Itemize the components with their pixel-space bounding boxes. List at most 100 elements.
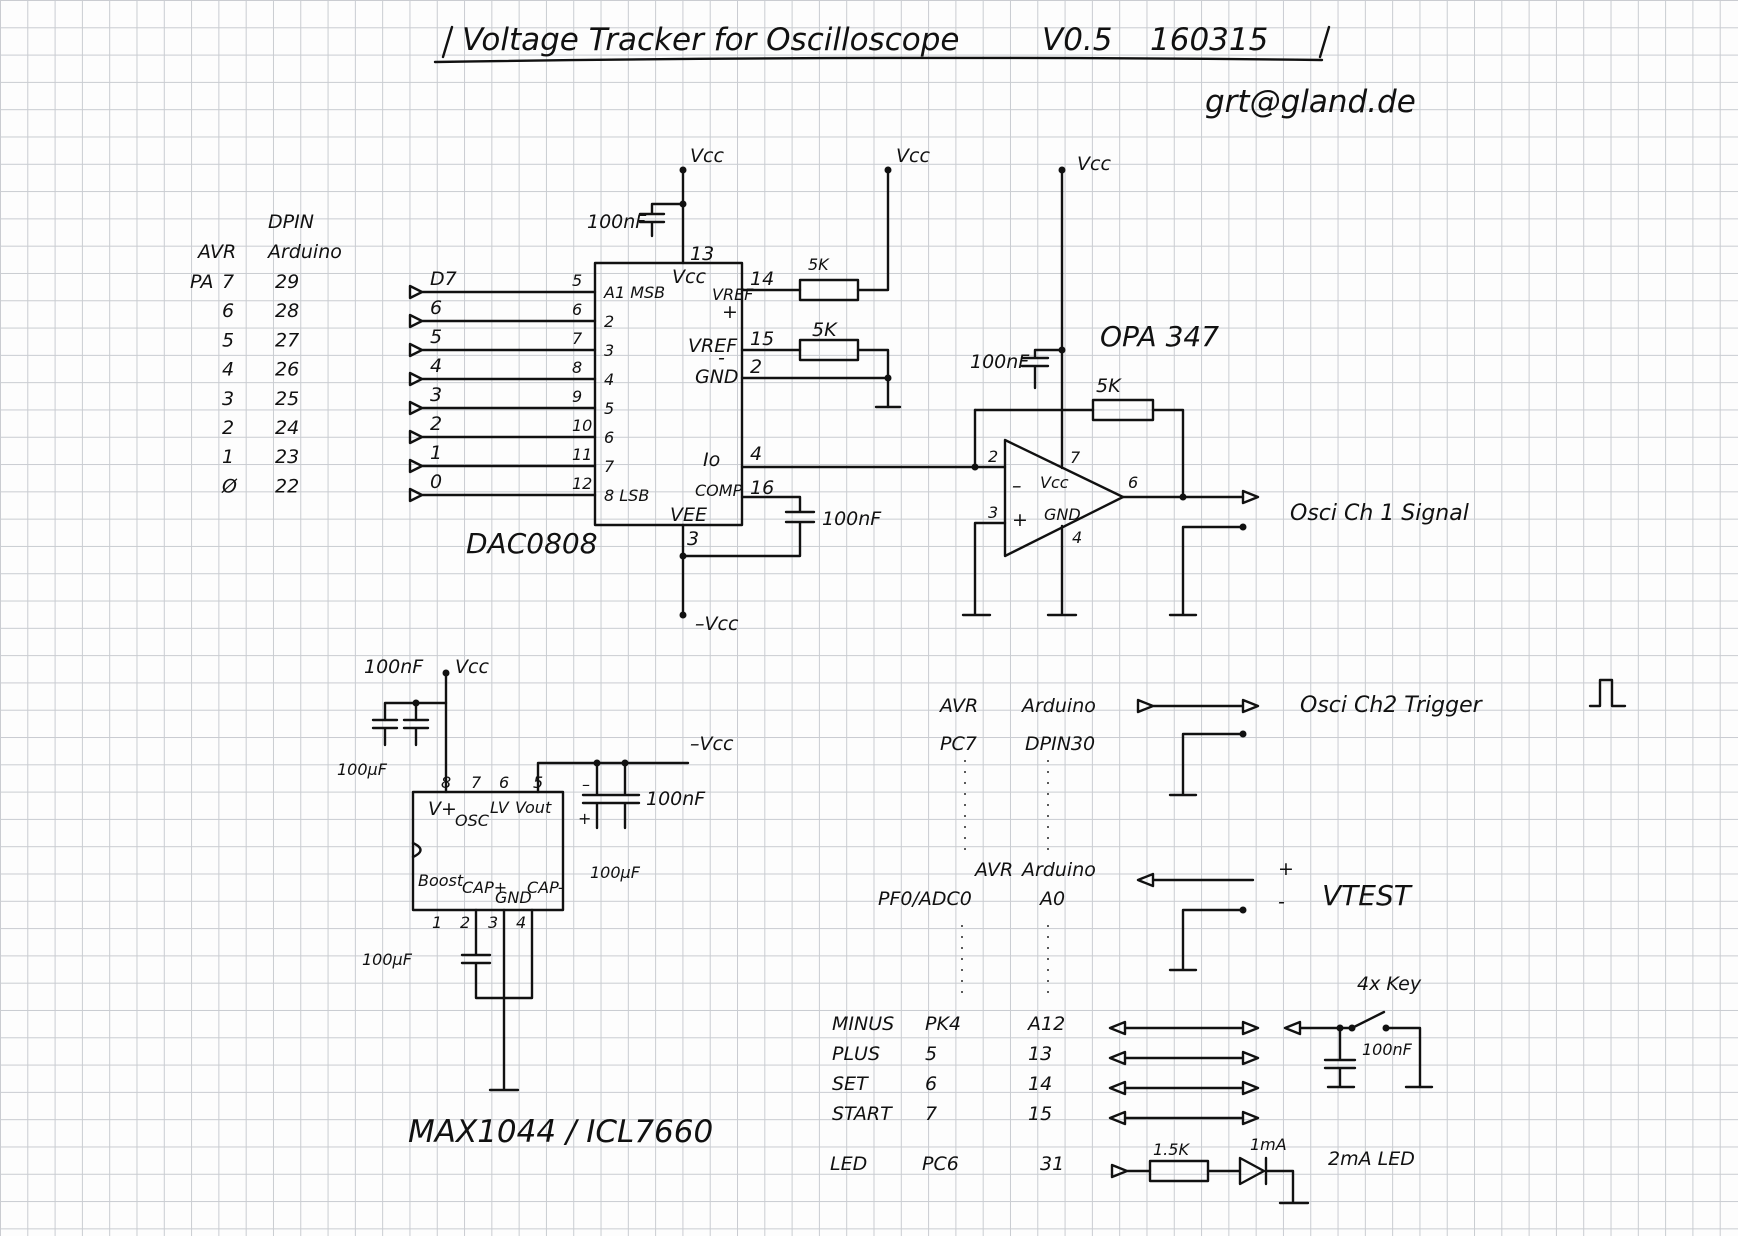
dac-input-line <box>408 400 597 416</box>
led-section: LED PC6 31 1.5K 1mA 2mA LED <box>830 1135 1415 1205</box>
osci-ch1-signal-label: Osci Ch 1 Signal <box>1290 501 1469 526</box>
led-arduino-pin: 31 <box>1040 1153 1064 1175</box>
cp-bottom-pin-number: 1 <box>432 913 442 932</box>
schematic-title: Voltage Tracker for Oscilloscope <box>462 22 959 58</box>
pin-table-avr-cell: 7 <box>222 271 234 293</box>
cp-input-cap-value: 100nF <box>364 656 424 678</box>
dac-vref-minus-label: VREF <box>688 335 738 357</box>
opamp-gnd-label: GND <box>1044 505 1081 524</box>
led-description: 2mA LED <box>1328 1148 1415 1170</box>
cp-bottom-pin-number: 3 <box>488 913 498 932</box>
pin-table-avr-cell: 3 <box>222 388 234 410</box>
dac-pin-2: 2 <box>750 356 762 378</box>
keys-group-label: 4x Key <box>1357 973 1422 995</box>
dac-input-pin-number: 10 <box>572 416 592 435</box>
cp-output-label: –Vcc <box>690 733 734 755</box>
key-avr-pin: 7 <box>925 1103 937 1125</box>
dac-vref-supply-vcc: Vcc <box>896 145 930 167</box>
dac-input-pin-name: A1 MSB <box>603 283 665 302</box>
dac-io-label: Io <box>703 449 720 471</box>
dac-input-label: 2 <box>430 413 442 435</box>
cp-osc: OSC <box>455 811 490 830</box>
dac-vcc-label: Vcc <box>672 266 706 288</box>
dac-chip-name: DAC0808 <box>466 527 598 560</box>
opa347-symbol <box>1003 438 1125 558</box>
vtest-minus: - <box>1278 891 1285 913</box>
pin-table-arduino-cell: 23 <box>275 446 299 468</box>
dac-input-pin-name: 2 <box>604 312 614 331</box>
feedback-resistor <box>1091 398 1155 422</box>
dac-input-pin-number: 7 <box>572 329 583 348</box>
led-series-resistor <box>1148 1159 1210 1183</box>
key-signal-line <box>1108 1110 1260 1126</box>
author-email: grt@gland.de <box>1205 84 1416 120</box>
dac-supply-vcc: Vcc <box>690 145 724 167</box>
pin-table-arduino-cell: 25 <box>275 388 299 410</box>
dac0808-chip <box>593 261 744 527</box>
dac-input-line <box>408 313 597 329</box>
dac-input-line <box>408 429 597 445</box>
dac-pin-4: 4 <box>750 443 762 465</box>
cp-out-cap-bulk: 100µF <box>590 863 641 882</box>
cp-out-cap-small: 100nF <box>646 788 706 810</box>
opamp-chip-name: OPA 347 <box>1100 320 1219 353</box>
cp-top-pin-number: 7 <box>471 773 482 792</box>
pin-table-arduino-cell: 29 <box>275 271 299 293</box>
trigger-col-arduino: Arduino <box>1020 695 1096 717</box>
dac-input-line <box>408 487 597 503</box>
dac-input-line <box>408 458 597 474</box>
osci-ch2-trigger-label: Osci Ch2 Trigger <box>1300 693 1484 718</box>
pin-table-arduino-cell: 28 <box>275 300 299 322</box>
opamp-decoupling-cap-value: 100nF <box>970 351 1030 373</box>
keys-cap-value: 100nF <box>1362 1040 1413 1059</box>
vtest-col-arduino: Arduino <box>1020 859 1096 881</box>
cp-boost-cap-value: 100µF <box>362 950 413 969</box>
dac-input-line <box>408 342 597 358</box>
vtest-col-avr: AVR <box>973 859 1013 881</box>
cp-cap-minus: CAP- <box>527 878 564 897</box>
vtest-section: AVR Arduino PF0/ADC0 A0 + - VTEST <box>878 858 1413 995</box>
opamp-plus-sign: + <box>1012 509 1028 531</box>
trigger-section: AVR Arduino Osci Ch2 Trigger PC7 DPIN30 <box>938 678 1627 850</box>
dac-input-pin-name: 3 <box>604 341 614 360</box>
key-arduino-pin: A12 <box>1026 1013 1065 1035</box>
dac-pin-16: 16 <box>750 477 774 499</box>
key-name: SET <box>832 1073 869 1095</box>
pin-table-avr-cell: 4 <box>222 359 234 381</box>
port-prefix: PA <box>190 271 214 293</box>
vref-minus-resistor <box>798 338 860 362</box>
opamp-vcc-label: Vcc <box>1040 473 1069 492</box>
dac-input-pin-name: 5 <box>604 399 614 418</box>
opamp-pin-7: 7 <box>1070 448 1081 467</box>
pin-table-arduino-cell: 22 <box>275 475 299 497</box>
vtest-plus: + <box>1278 858 1294 880</box>
max1044-chip <box>411 790 565 912</box>
dac-input-line <box>408 284 597 300</box>
dac-input-pin-number: 9 <box>572 387 582 406</box>
key-avr-pin: 6 <box>925 1073 937 1095</box>
dac-input-label: 0 <box>430 471 442 493</box>
opamp-minus-sign: – <box>1012 475 1022 497</box>
cp-v-plus: V+ <box>428 798 457 820</box>
dac-gnd-label: GND <box>695 366 739 388</box>
dac-vee-label: VEE <box>670 504 707 526</box>
dac-input-label: 4 <box>430 355 442 377</box>
dac-input-label: 5 <box>430 326 442 348</box>
opamp-pin-6: 6 <box>1128 473 1138 492</box>
opamp-section: Vcc GND – + 2 3 4 6 7 5K Vcc 100nF OPA 3… <box>961 153 1469 617</box>
pin-table-avr-cell: 5 <box>222 329 234 351</box>
led-current-value: 1mA <box>1250 1135 1287 1154</box>
dac-pin-14: 14 <box>750 268 774 290</box>
trigger-arduino-pin: DPIN30 <box>1025 733 1095 755</box>
pin-table-arduino-cell: 27 <box>275 329 299 351</box>
dac-input-label: 1 <box>430 442 442 464</box>
vref-plus-res-value: 5K <box>808 255 830 274</box>
vref-plus-resistor <box>798 278 860 302</box>
key-name: START <box>832 1103 893 1125</box>
key-signal-line <box>1108 1020 1260 1036</box>
dac-input-label: D7 <box>430 268 457 290</box>
opamp-supply-vcc: Vcc <box>1077 153 1111 175</box>
